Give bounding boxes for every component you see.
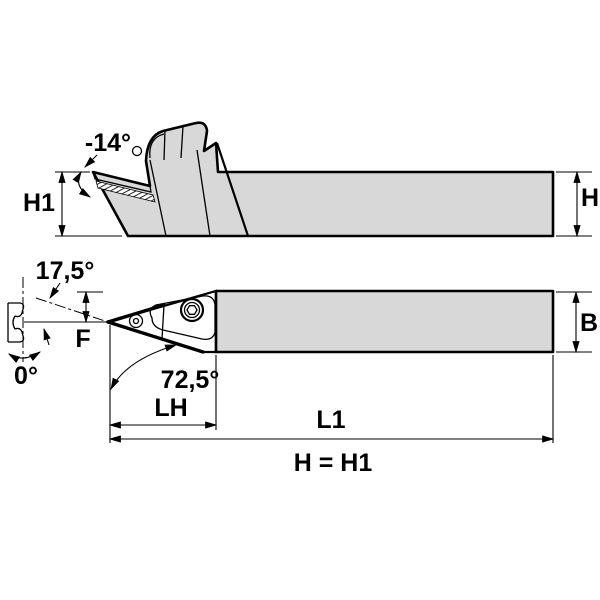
insert-plan-view [105,304,165,340]
label-lh: LH [154,394,187,422]
note-h-equals-h1: H = H1 [294,449,373,477]
plan-view-head [104,289,218,354]
clamp-plan-view [149,295,216,340]
label-b: B [580,309,598,337]
label-point-angle: 72,5° [161,366,220,394]
workpiece-profile [7,302,25,343]
lead-angle-ref-line [35,297,109,323]
label-inclination-angle: 0° [14,362,38,390]
insert-seat-hatch [95,180,156,203]
point-angle-arc [110,344,178,391]
insert-cutting-edge-bottom [106,320,205,354]
clamp-screw-icon [179,297,205,323]
head-edge-mid [196,149,211,237]
label-l1: L1 [316,406,345,434]
head-edge-front [149,159,167,237]
label-h1: H1 [23,189,55,217]
clamp-pin-icon [131,145,143,157]
label-h: H [581,184,599,212]
clamp-hook-edge [149,133,165,159]
rake-angle-leader [84,154,98,168]
insert-cutting-edge-top [106,303,166,324]
clamp-divider-1 [163,129,166,161]
label-rake-angle: -14° [85,129,131,157]
clamp-divider-2 [180,125,184,159]
label-lead-angle: 17,5° [36,257,95,285]
head-edge-rear [215,142,250,237]
side-view-body [91,121,555,238]
lead-angle-leader [49,282,61,300]
inclination-arrow [43,327,51,346]
inclination-arc [7,351,42,363]
insert-side-view [92,171,152,193]
plan-view: 17,5° 0° F 72,5° B LH L1 [7,257,598,443]
plan-view-shank [214,289,555,354]
label-f: F [75,325,90,353]
insert-screw-icon [128,313,144,329]
side-view: H1 H -14° [23,121,599,238]
clamp-nose-edge [145,160,151,187]
rake-angle-arc [72,170,92,198]
